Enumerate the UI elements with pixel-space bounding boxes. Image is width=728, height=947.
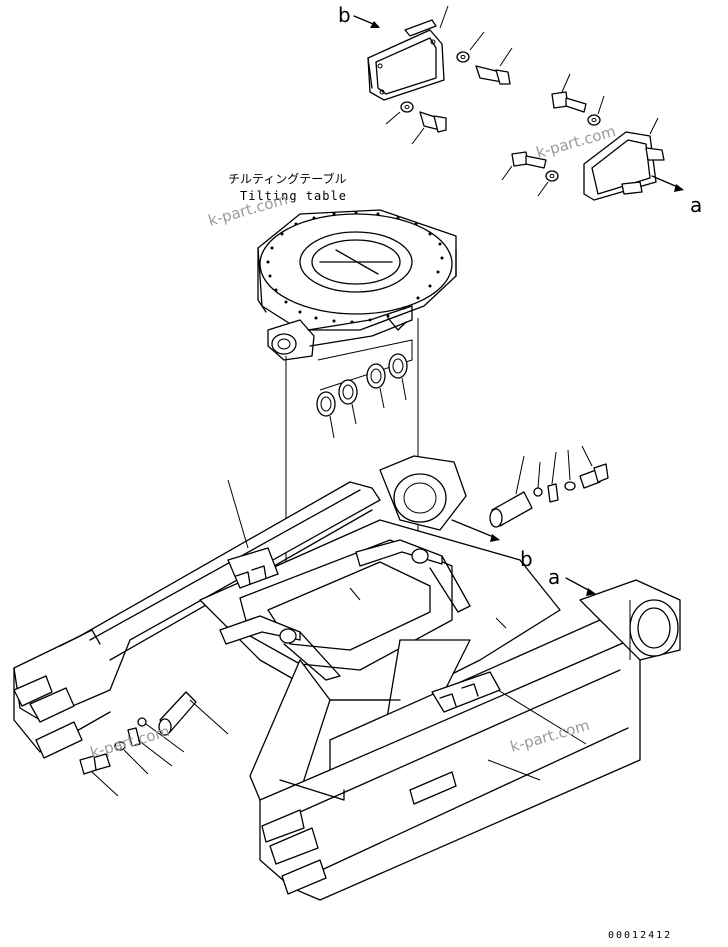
callout-b-upper: b: [338, 3, 380, 28]
callout-a-lower-label: a: [548, 565, 560, 589]
washer-upper-1: [456, 31, 485, 63]
title-block: チルティングテーブル Tilting table: [228, 171, 347, 203]
track-frame: [13, 455, 681, 901]
pin-hardware-right: b: [451, 445, 609, 571]
pin-hardware-left: [79, 691, 229, 797]
tilting-table-bolt-holes: [266, 211, 444, 324]
callout-a-lower: a: [548, 565, 596, 596]
title-english: Tilting table: [240, 189, 347, 203]
bolt-right-2: [501, 151, 547, 181]
callout-a-upper: a: [651, 175, 702, 217]
washer-right-1: [587, 95, 605, 126]
callout-b-label: b: [338, 3, 351, 27]
title-japanese: チルティングテーブル: [228, 171, 347, 186]
bolt-upper-2: [411, 111, 447, 145]
callout-b-lower: b: [520, 547, 533, 571]
bolt-right-1: [551, 73, 587, 113]
washer-upper-2: [385, 101, 414, 125]
washer-right-2: [537, 170, 559, 197]
cover-plate-b: [367, 5, 449, 101]
tilting-table: [257, 209, 457, 361]
bolt-upper-1: [475, 47, 513, 85]
cover-plate-a: [583, 117, 665, 201]
drawing-number: 00012412: [608, 930, 672, 941]
shim-set: [316, 339, 413, 439]
callout-a-label: a: [690, 193, 702, 217]
